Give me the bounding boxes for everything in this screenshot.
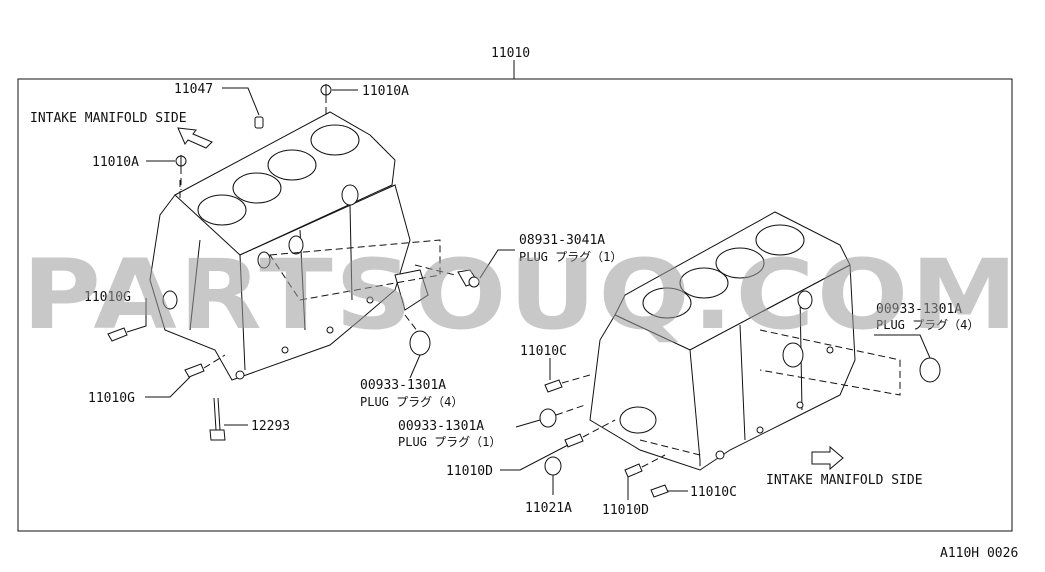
label-12293: 12293 (251, 419, 290, 434)
part-11010A-left-plug (146, 155, 187, 190)
label-11010D-left: 11010D (446, 464, 493, 479)
part-11010G-lower-pin (145, 354, 226, 398)
part-00933-right-plug (874, 334, 941, 383)
label-intake-left: INTAKE MANIFOLD SIDE (30, 111, 187, 126)
part-00933-mid-plug (404, 314, 431, 379)
label-plug-1b: PLUG プラグ（1） (398, 435, 501, 449)
label-11010C-upper: 11010C (520, 344, 567, 359)
part-11010G-upper-pin (107, 298, 147, 342)
part-11010D-left-pin (500, 419, 616, 471)
label-00933-right: 00933-1301A (876, 302, 962, 317)
part-08931-plug (414, 249, 515, 288)
intake-arrow-right-icon (811, 445, 844, 471)
part-11047-dowel (222, 87, 264, 129)
part-12293-bolt (209, 397, 248, 441)
part-11010C-upper-pin (544, 358, 591, 393)
label-11010C-lower: 11010C (690, 485, 737, 500)
label-11010G-lower: 11010G (88, 391, 135, 406)
label-plug-4-right: PLUG プラグ（4） (876, 318, 979, 332)
part-11021A-plug (544, 456, 562, 495)
intake-arrow-left-icon (177, 127, 213, 149)
right-cylinder-block (589, 211, 901, 471)
label-11010A-left: 11010A (92, 155, 139, 170)
label-plug-1a: PLUG プラグ（1） (519, 250, 622, 264)
label-assembly: 11010 (491, 46, 530, 61)
label-intake-right: INTAKE MANIFOLD SIDE (766, 473, 923, 488)
label-11010D-bottom: 11010D (602, 503, 649, 518)
label-11010A-top: 11010A (362, 84, 409, 99)
part-11010A-top-plug (320, 84, 358, 118)
part-11010D-bottom-pin (624, 454, 666, 500)
left-cylinder-block (149, 111, 441, 381)
label-08931: 08931-3041A (519, 233, 605, 248)
part-11010C-lower-pin (650, 484, 688, 498)
label-plug-4-mid: PLUG プラグ（4） (360, 395, 463, 409)
label-11047: 11047 (174, 82, 213, 97)
label-00933-mid: 00933-1301A (360, 378, 446, 393)
figure-code: A110H 0026 (940, 546, 1018, 561)
assembly-frame (17, 78, 1013, 532)
label-11010G-upper: 11010G (84, 290, 131, 305)
part-00933-lower-plug (515, 404, 586, 428)
label-00933-lower: 00933-1301A (398, 419, 484, 434)
watermark-logo: PARTSOUQ.COM (22, 239, 1020, 351)
label-11021A: 11021A (525, 501, 572, 516)
